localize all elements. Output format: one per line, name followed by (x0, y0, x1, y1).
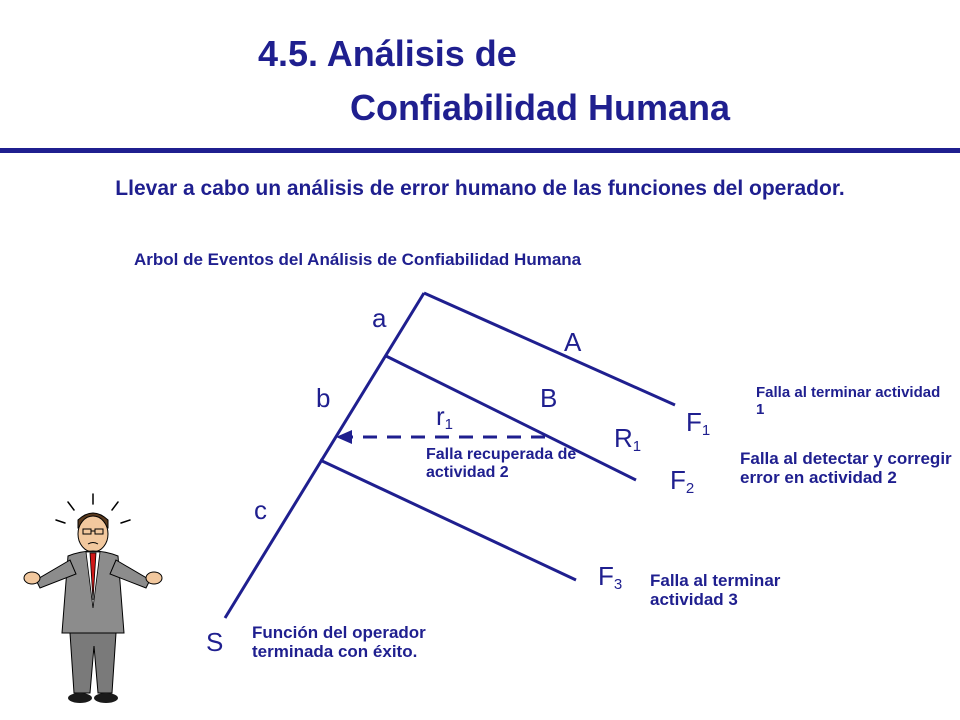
title-line-2: Confiabilidad Humana (350, 87, 731, 128)
branch-c-line (319, 458, 577, 582)
confused-man-icon (23, 493, 163, 703)
label-c: c (254, 495, 267, 525)
recovery-arrowhead (336, 430, 352, 444)
diagram-caption: Arbol de Eventos del Análisis de Confiab… (134, 250, 582, 269)
label-F2: F2 (670, 465, 695, 497)
label-B: B (540, 383, 558, 413)
label-F1: F1 (686, 407, 711, 439)
label-b: b (316, 383, 331, 413)
title-line-1: 4.5. Análisis de (258, 33, 517, 74)
label-A: A (564, 327, 582, 357)
trunk-line (223, 292, 426, 619)
label-r1: r1 (436, 401, 454, 433)
branch-B-line (385, 354, 637, 482)
note-success: Función del operador terminada con éxito… (252, 623, 426, 661)
note-f3: Falla al terminar actividad 3 (650, 571, 781, 609)
note-f2: Falla al detectar y corregir error en ac… (740, 449, 952, 487)
title-divider (0, 148, 960, 153)
note-recovered: Falla recuperada de actividad 2 (426, 446, 577, 481)
label-F3: F3 (598, 561, 623, 593)
label-S: S (206, 627, 224, 657)
label-a: a (372, 303, 387, 333)
note-f1: Falla al terminar actividad 1 (756, 384, 941, 418)
label-R1: R1 (614, 423, 642, 455)
branch-A-line (423, 291, 676, 407)
subtitle: Llevar a cabo un análisis de error human… (115, 177, 845, 200)
